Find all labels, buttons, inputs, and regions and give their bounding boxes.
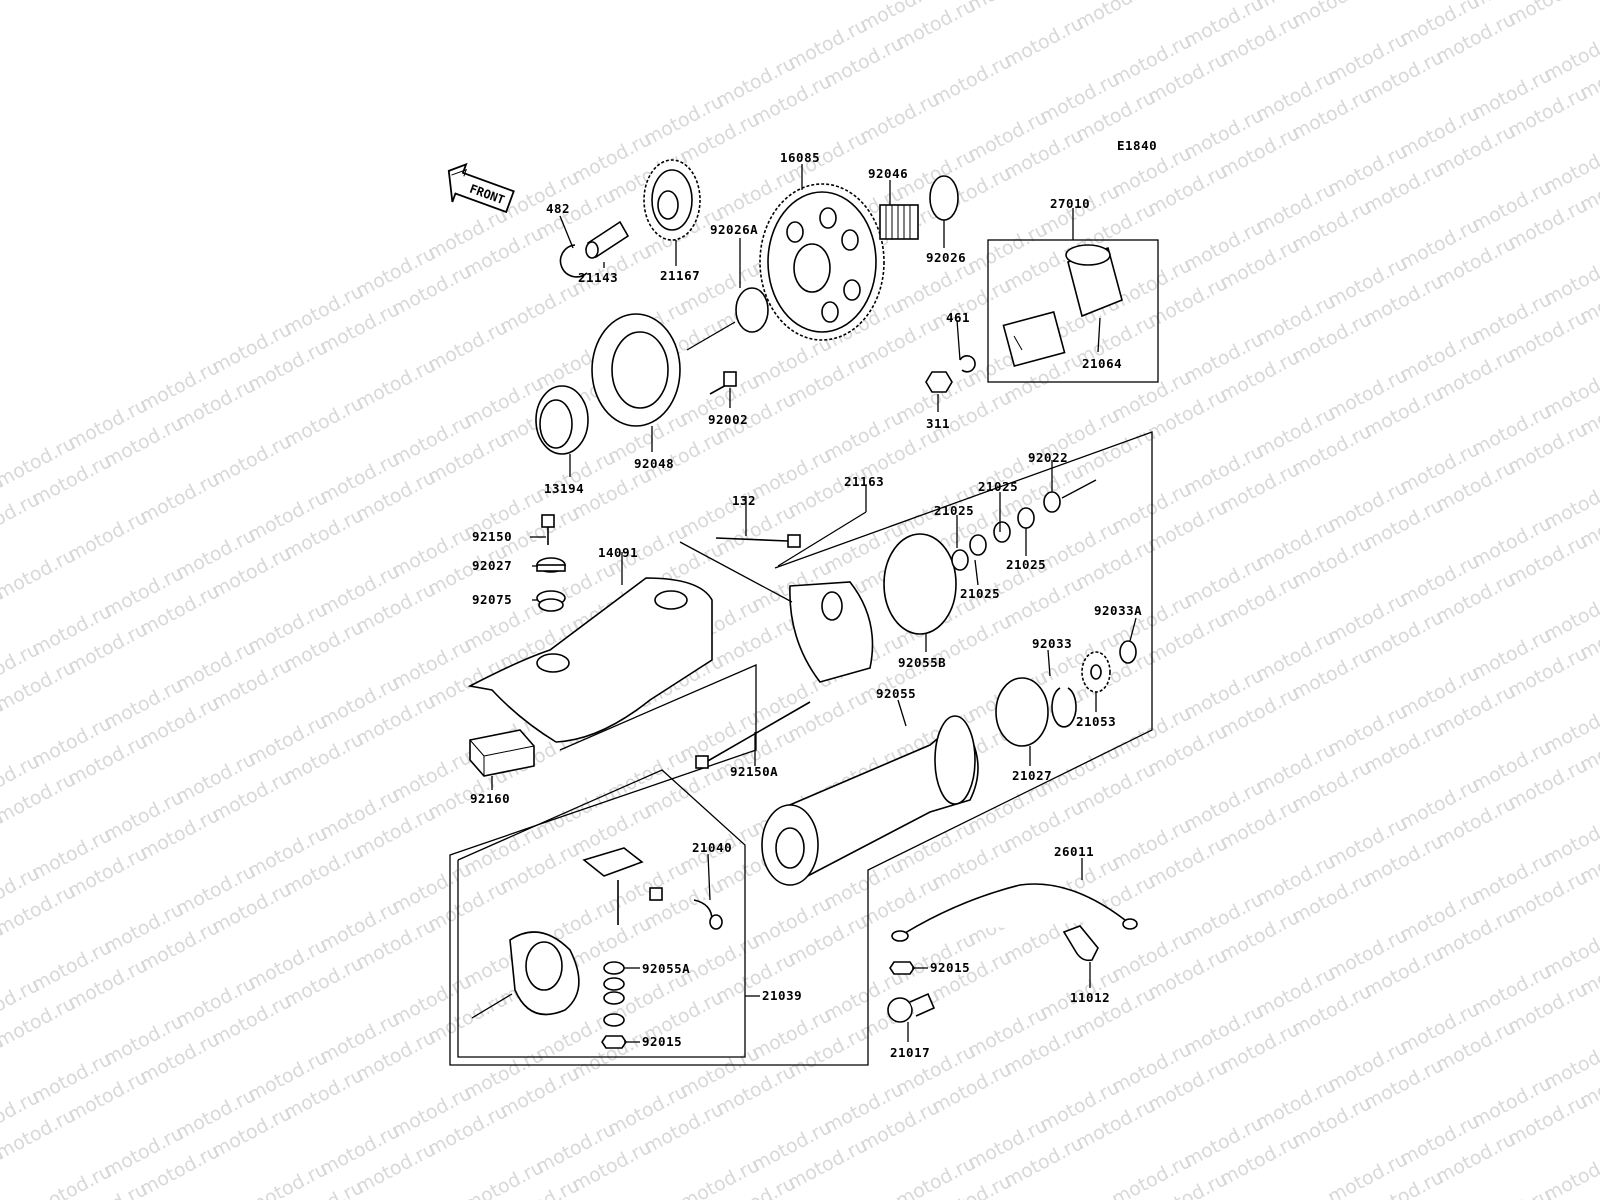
part-washer-a bbox=[603, 977, 625, 991]
label-21040: 21040 bbox=[692, 840, 732, 855]
part-13194-seal bbox=[535, 385, 589, 455]
part-21053-pinion bbox=[1081, 651, 1111, 693]
label-132: 132 bbox=[732, 493, 756, 508]
part-21040-spring bbox=[693, 899, 723, 930]
label-14091: 14091 bbox=[598, 545, 638, 560]
part-92046-bearing bbox=[879, 204, 919, 240]
part-92033a-ring bbox=[1119, 640, 1137, 664]
label-21025-c: 21025 bbox=[978, 479, 1018, 494]
label-21025-d: 21025 bbox=[1006, 557, 1046, 572]
part-26011-cable bbox=[891, 883, 1138, 942]
label-11012: 11012 bbox=[1070, 990, 1110, 1005]
label-21025-b: 21025 bbox=[960, 586, 1000, 601]
part-92055-motor bbox=[761, 715, 979, 886]
label-92002: 92002 bbox=[708, 412, 748, 427]
part-92027-grommet bbox=[536, 557, 566, 573]
label-21017: 21017 bbox=[890, 1045, 930, 1060]
part-92022-washer bbox=[1043, 491, 1061, 513]
box-21163 bbox=[449, 431, 1153, 1066]
label-92150a: 92150A bbox=[730, 764, 778, 779]
label-92046: 92046 bbox=[868, 166, 908, 181]
part-92026-washer bbox=[929, 175, 959, 221]
label-21053: 21053 bbox=[1076, 714, 1116, 729]
part-21025-washer-1 bbox=[951, 549, 969, 571]
part-brush-holder bbox=[582, 847, 663, 925]
label-92055a: 92055A bbox=[642, 961, 690, 976]
part-21025-washer-4 bbox=[1017, 507, 1035, 529]
watermark-text: motod.ru bbox=[964, 0, 1051, 16]
label-21064: 21064 bbox=[1082, 356, 1122, 371]
part-92026a-washer bbox=[735, 287, 769, 333]
part-92048-ring bbox=[591, 313, 681, 427]
label-92048: 92048 bbox=[634, 456, 674, 471]
part-21143-shaft bbox=[585, 220, 630, 259]
label-21025-a: 21025 bbox=[934, 503, 974, 518]
part-92150a-bolt bbox=[695, 701, 811, 769]
part-14091-cover bbox=[467, 577, 713, 743]
label-21027: 21027 bbox=[1012, 768, 1052, 783]
label-92055b: 92055B bbox=[898, 655, 946, 670]
part-461-clip bbox=[959, 355, 976, 373]
label-21163: 21163 bbox=[844, 474, 884, 489]
label-92015-a: 92015 bbox=[642, 1034, 682, 1049]
label-92033a: 92033A bbox=[1094, 603, 1142, 618]
label-92026: 92026 bbox=[926, 250, 966, 265]
part-washer-c bbox=[603, 1013, 625, 1027]
label-21039: 21039 bbox=[762, 988, 802, 1003]
part-21027-oring bbox=[995, 677, 1049, 747]
label-27010: 27010 bbox=[1050, 196, 1090, 211]
part-21163-end-cover bbox=[789, 581, 874, 683]
label-26011: 26011 bbox=[1054, 844, 1094, 859]
label-21143: 21143 bbox=[578, 270, 618, 285]
part-21017-terminal bbox=[887, 992, 936, 1023]
label-21167: 21167 bbox=[660, 268, 700, 283]
label-92026a: 92026A bbox=[710, 222, 758, 237]
part-92075-grommet bbox=[536, 590, 566, 612]
part-11012-cap bbox=[1062, 925, 1099, 962]
part-21025-washer-2 bbox=[969, 534, 987, 556]
part-92150-bolt bbox=[541, 514, 555, 545]
part-92015-nut-b bbox=[889, 961, 915, 975]
watermark-text: motod.ru bbox=[1540, 1146, 1600, 1200]
watermark-text: motod.ru bbox=[1288, 0, 1375, 32]
part-92055a-oring bbox=[603, 961, 625, 975]
label-92150: 92150 bbox=[472, 529, 512, 544]
part-311-nut bbox=[925, 371, 953, 393]
label-92033: 92033 bbox=[1032, 636, 1072, 651]
part-21064-relay-cover bbox=[1065, 244, 1123, 318]
diagram-code: E1840 bbox=[1117, 138, 1157, 153]
label-92075: 92075 bbox=[472, 592, 512, 607]
part-21167-gear bbox=[643, 159, 701, 241]
part-21025-washer-3 bbox=[993, 521, 1011, 543]
label-92055: 92055 bbox=[876, 686, 916, 701]
part-16085-gear bbox=[759, 183, 885, 341]
part-482-circlip bbox=[559, 244, 588, 278]
leader-lines bbox=[471, 164, 1137, 1043]
part-brush-plate bbox=[509, 931, 580, 1016]
watermark-text: motod.ru bbox=[1504, 0, 1591, 30]
label-92015-b: 92015 bbox=[930, 960, 970, 975]
box-21039 bbox=[457, 769, 746, 1058]
front-arrow: FRONT bbox=[447, 162, 515, 214]
part-washer-b bbox=[603, 991, 625, 1005]
part-132-bolt bbox=[715, 534, 801, 548]
label-461: 461 bbox=[946, 310, 970, 325]
part-92160-pad bbox=[469, 729, 535, 777]
part-92015-nut-a bbox=[601, 1035, 627, 1049]
part-92002-bolt bbox=[709, 371, 737, 395]
label-482: 482 bbox=[546, 201, 570, 216]
watermark-text: motod.ru bbox=[1072, 0, 1159, 34]
part-92055b-oring bbox=[883, 533, 957, 635]
label-13194: 13194 bbox=[544, 481, 584, 496]
label-92022: 92022 bbox=[1028, 450, 1068, 465]
label-92027: 92027 bbox=[472, 558, 512, 573]
label-16085: 16085 bbox=[780, 150, 820, 165]
label-92160: 92160 bbox=[470, 791, 510, 806]
part-92033-clip bbox=[1051, 687, 1077, 728]
label-311: 311 bbox=[926, 416, 950, 431]
part-relay-body bbox=[1002, 311, 1066, 367]
